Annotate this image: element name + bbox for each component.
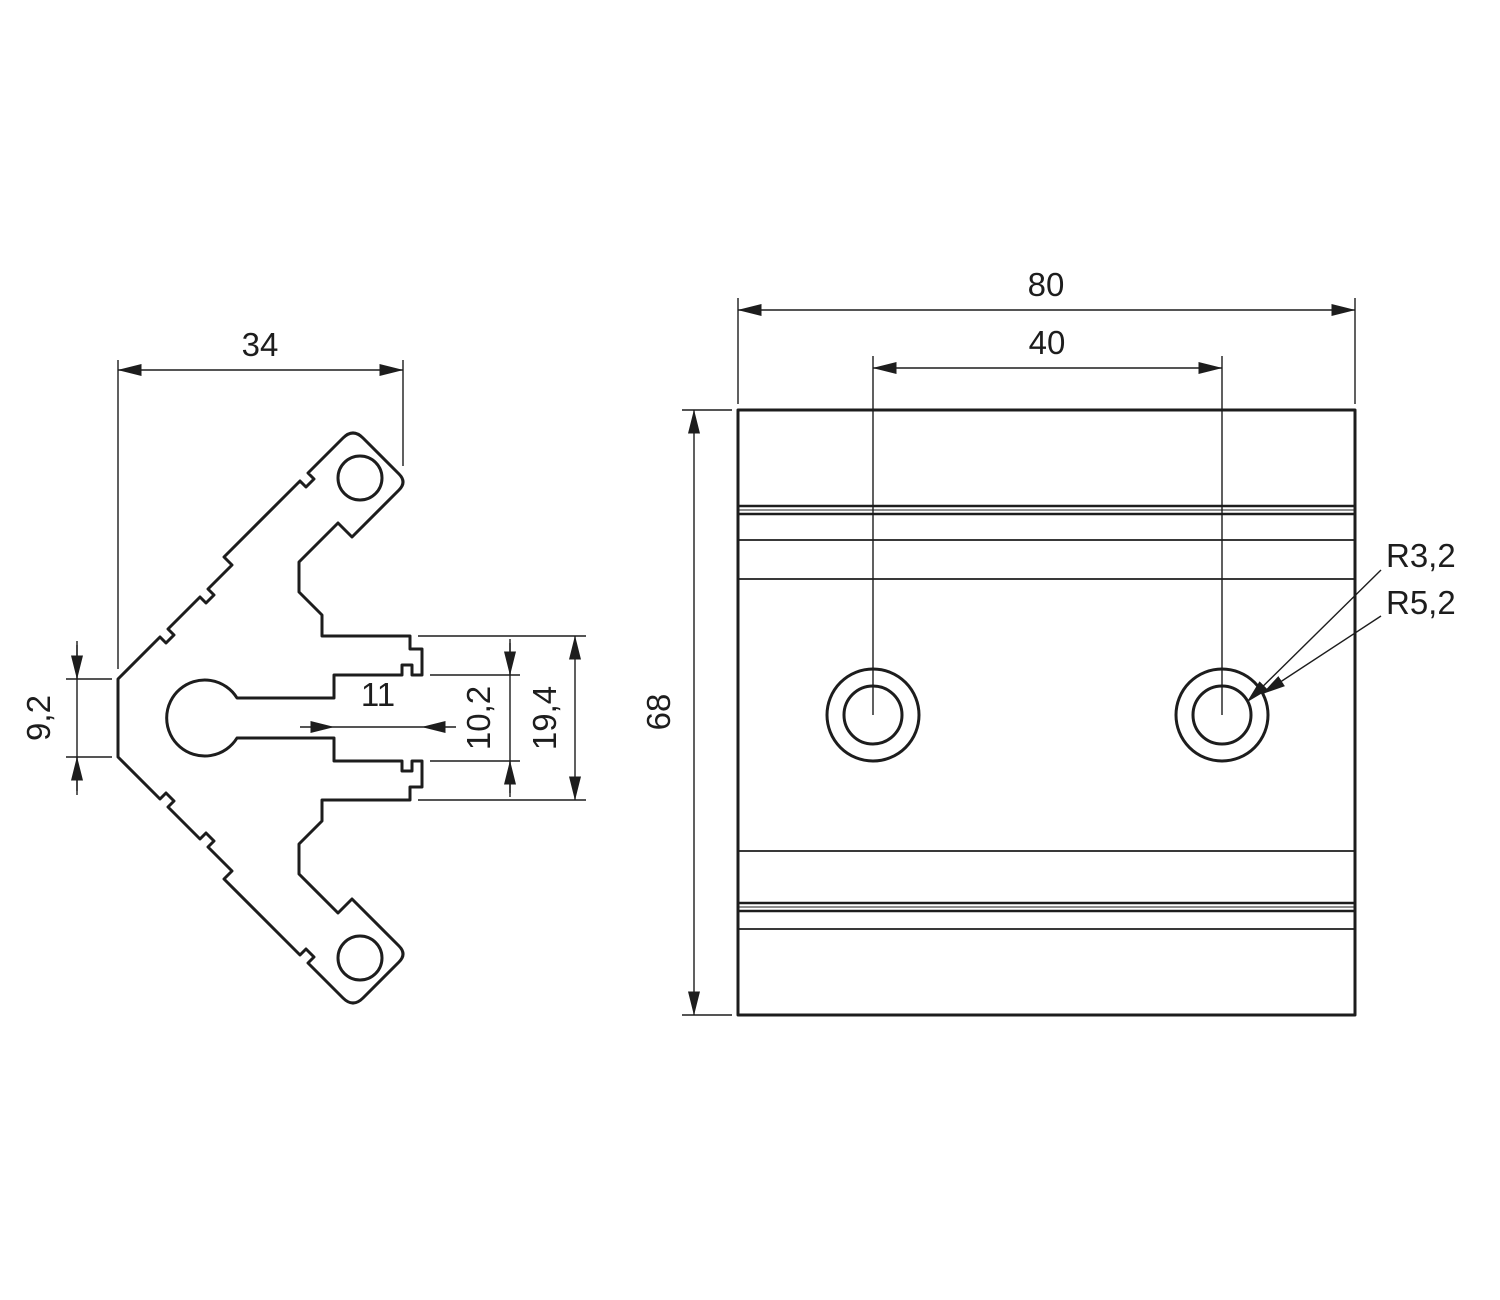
dim-40: 40 — [872, 324, 1223, 715]
dim-9-2: 9,2 — [20, 641, 112, 795]
leader-line — [1246, 569, 1382, 703]
dim-label-40: 40 — [1029, 324, 1066, 361]
dim-label-80: 80 — [1028, 266, 1065, 303]
dim-80: 80 — [737, 266, 1356, 404]
dim-19-4: 19,4 — [418, 635, 586, 801]
plate-holes — [825, 667, 1270, 763]
dim-label-10-2: 10,2 — [460, 686, 497, 750]
leader-label-r5-2: R5,2 — [1386, 584, 1456, 621]
plate-outline — [736, 408, 1357, 1017]
leader-r3-2: R3,2 — [1246, 537, 1456, 703]
dim-label-68: 68 — [640, 694, 677, 731]
profile-outline — [116, 431, 424, 1005]
dim-68: 68 — [640, 409, 732, 1016]
dim-34: 34 — [117, 326, 404, 669]
dim-10-2: 10,2 — [430, 639, 520, 797]
plate-view: 80 40 68 R3,2 R5,2 — [640, 266, 1456, 1017]
profile-view: 34 9,2 11 10,2 — [20, 326, 586, 1005]
leader-line — [1261, 615, 1382, 695]
dim-label-11: 11 — [361, 676, 395, 713]
dim-11: 11 — [300, 676, 456, 733]
plate-grooves — [738, 504, 1355, 930]
profile-hole-top — [336, 454, 384, 502]
dim-label-9-2: 9,2 — [20, 695, 57, 741]
dim-label-19-4: 19,4 — [526, 686, 563, 750]
leader-label-r3-2: R3,2 — [1386, 537, 1456, 574]
dim-label-34: 34 — [242, 326, 279, 363]
profile-hole-bottom — [336, 934, 384, 982]
leader-r5-2: R5,2 — [1261, 584, 1456, 695]
